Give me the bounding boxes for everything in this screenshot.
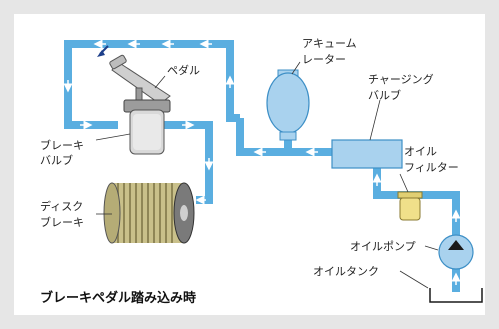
disc-brake xyxy=(103,182,195,244)
caption: ブレーキペダル踏み込み時 xyxy=(40,290,196,306)
accumulator xyxy=(266,69,310,141)
label-pedal: ペダル xyxy=(167,63,200,77)
label-accumulator-2: レーター xyxy=(302,53,346,66)
oil-filter xyxy=(397,191,423,221)
label-disc-brake-2: ブレーキ xyxy=(40,215,84,229)
oil-tank xyxy=(429,288,483,303)
label-brake-valve-2: バルブ xyxy=(40,153,73,167)
flow-arrows xyxy=(63,39,461,285)
leader-lines xyxy=(95,61,439,289)
press-arrow-head xyxy=(97,50,105,57)
label-oil-pump: オイルポンプ xyxy=(350,240,416,253)
brake-pedal xyxy=(97,45,171,109)
oil-pump xyxy=(438,234,474,270)
pedal-pad xyxy=(109,54,127,70)
charging-valve xyxy=(331,139,403,169)
brake-valve xyxy=(123,99,171,155)
label-brake-valve-1: ブレーキ xyxy=(40,138,84,152)
label-charging-valve-1: チャージング xyxy=(368,72,434,86)
pipe-top-loop xyxy=(64,40,240,129)
label-oil-tank: オイルタンク xyxy=(313,265,379,278)
label-accumulator-1: アキューム xyxy=(302,37,357,50)
label-disc-brake-1: ディスク xyxy=(40,199,83,213)
label-oil-filter-2: フィルター xyxy=(404,161,459,174)
pipe-to-charging-valve xyxy=(236,118,332,156)
label-oil-filter-1: オイル xyxy=(404,145,437,158)
label-charging-valve-2: バルブ xyxy=(368,88,401,102)
diagram-panel xyxy=(14,14,485,315)
